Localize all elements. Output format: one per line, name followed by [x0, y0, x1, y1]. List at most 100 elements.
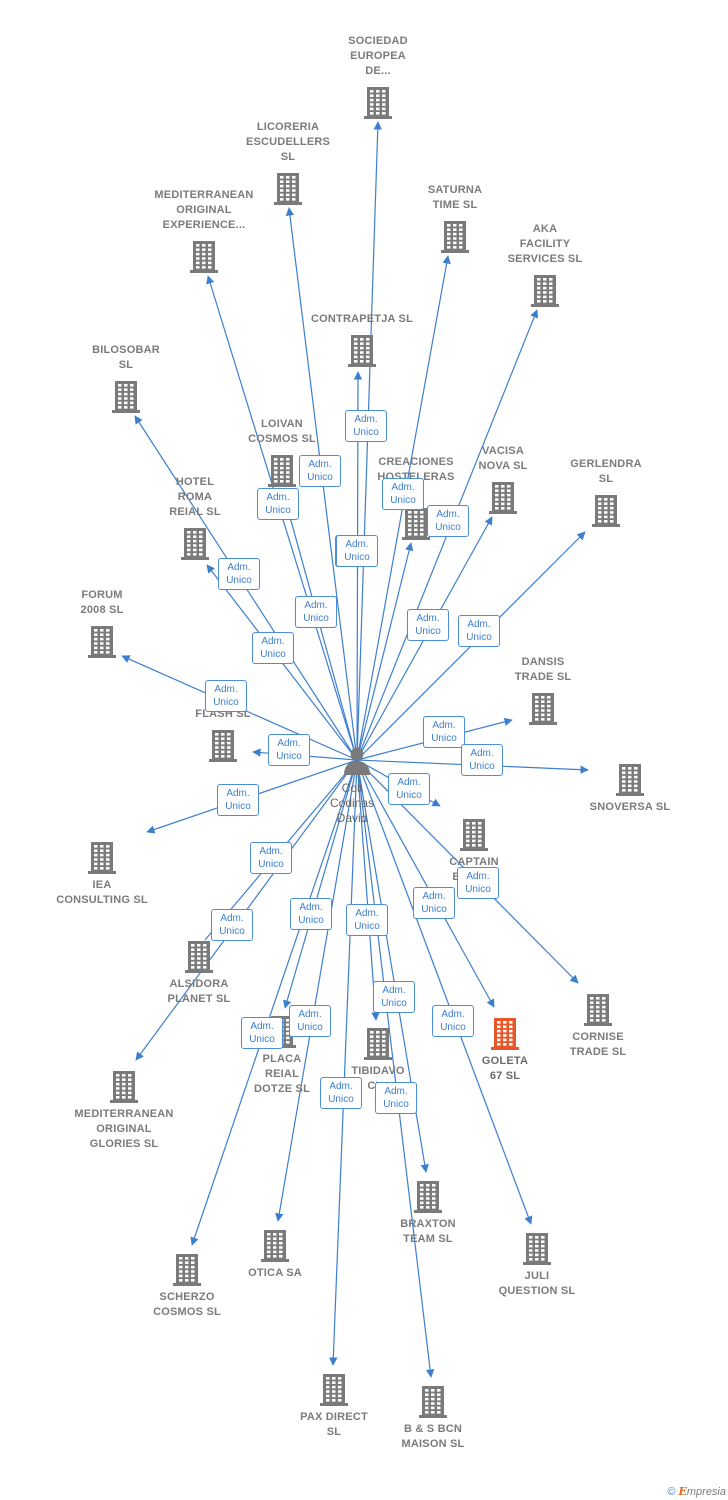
role-badge[interactable]: Adm. Unico: [289, 1005, 331, 1037]
role-badge[interactable]: Adm. Unico: [257, 488, 299, 520]
company-label: MEDITERRANEAN ORIGINAL EXPERIENCE...: [154, 189, 254, 231]
role-badge[interactable]: Adm. Unico: [320, 1077, 362, 1109]
role-badge[interactable]: Adm. Unico: [373, 981, 415, 1013]
building-icon: [112, 381, 140, 413]
company-label: BILOSOBAR SL: [92, 344, 160, 371]
role-badge[interactable]: Adm. Unico: [290, 898, 332, 930]
company-label: SOCIEDAD EUROPEA DE...: [348, 35, 408, 77]
role-badge[interactable]: Adm. Unico: [336, 535, 378, 567]
building-icon: [181, 528, 209, 560]
role-badge[interactable]: Adm. Unico: [458, 615, 500, 647]
company-label: CONTRAPETJA SL: [310, 313, 413, 325]
role-badge[interactable]: Adm. Unico: [375, 1082, 417, 1114]
company-label: SATURNA TIME SL: [427, 184, 483, 211]
company-label: B & S BCN MAISON SL: [401, 1423, 465, 1450]
copyright-symbol: ©: [667, 1486, 676, 1498]
role-badge[interactable]: Adm. Unico: [299, 455, 341, 487]
company-label: JULI QUESTION SL: [498, 1270, 576, 1297]
role-badge[interactable]: Adm. Unico: [252, 632, 294, 664]
edge-bs-bcn-maison: [356, 759, 435, 1378]
role-badge[interactable]: Adm. Unico: [295, 596, 337, 628]
role-badge[interactable]: Adm. Unico: [461, 744, 503, 776]
role-badge[interactable]: Adm. Unico: [211, 909, 253, 941]
brand-footer: © Empresia: [667, 1485, 726, 1498]
building-icon: [441, 221, 469, 253]
role-badge[interactable]: Adm. Unico: [250, 842, 292, 874]
building-icon: [460, 819, 488, 851]
company-label: HOTEL ROMA REIAL SL: [169, 476, 221, 518]
building-icon: [209, 730, 237, 762]
role-badge[interactable]: Adm. Unico: [388, 773, 430, 805]
building-icon: [88, 842, 116, 874]
building-icon: [320, 1374, 348, 1406]
edge-juli-question: [356, 759, 533, 1225]
role-badge[interactable]: Adm. Unico: [413, 887, 455, 919]
company-label: GERLENDRA SL: [570, 458, 642, 485]
company-label: LICORERIA ESCUDELLERS SL: [245, 121, 331, 163]
building-icon: [348, 335, 376, 367]
edge-scherzo-cosmos: [190, 759, 358, 1246]
building-icon: [364, 1028, 392, 1060]
edge-goleta-67: [356, 759, 495, 1008]
edge-tibidavo: [356, 759, 380, 1021]
role-badge[interactable]: Adm. Unico: [346, 904, 388, 936]
building-icon: [616, 764, 644, 796]
building-icon: [110, 1071, 138, 1103]
building-icon: [584, 994, 612, 1026]
edge-pax-direct: [329, 759, 358, 1366]
company-label: FORUM 2008 SL: [80, 589, 124, 616]
role-badge[interactable]: Adm. Unico: [427, 505, 469, 537]
edge-placa-reial-dotze: [283, 759, 358, 1009]
role-badge[interactable]: Adm. Unico: [382, 478, 424, 510]
company-label: MEDITERRANEAN ORIGINAL GLORIES SL: [74, 1108, 174, 1150]
company-label: AKA FACILITY SERVICES SL: [507, 223, 583, 265]
company-label: PAX DIRECT SL: [300, 1411, 368, 1438]
building-icon: [489, 482, 517, 514]
building-icon: [592, 495, 620, 527]
company-label: DANSIS TRADE SL: [514, 656, 572, 683]
role-badge[interactable]: Adm. Unico: [218, 558, 260, 590]
building-icon: [531, 275, 559, 307]
company-label: OTICA SA: [248, 1267, 302, 1279]
role-badge[interactable]: Adm. Unico: [345, 410, 387, 442]
company-label: ALSIDORA PLANET SL: [167, 978, 231, 1005]
building-icon: [173, 1254, 201, 1286]
role-badge[interactable]: Adm. Unico: [432, 1005, 474, 1037]
company-label: VACISA NOVA SL: [478, 445, 528, 472]
role-badge[interactable]: Adm. Unico: [423, 716, 465, 748]
role-badge[interactable]: Adm. Unico: [407, 609, 449, 641]
building-icon: [523, 1233, 551, 1265]
brand-logo-initial: E: [678, 1485, 687, 1498]
company-label: SNOVERSA SL: [589, 801, 671, 813]
building-icon: [414, 1181, 442, 1213]
company-label: SCHERZO COSMOS SL: [153, 1291, 221, 1318]
company-label: GOLETA 67 SL: [481, 1055, 529, 1082]
role-badge[interactable]: Adm. Unico: [241, 1017, 283, 1049]
building-icon: [529, 693, 557, 725]
building-icon: [261, 1230, 289, 1262]
building-icon: [364, 87, 392, 119]
person-icon: [344, 747, 370, 775]
company-label: LOIVAN COSMOS SL: [248, 418, 316, 445]
person-node[interactable]: Coll Codinas David: [330, 745, 374, 825]
edge-otica: [275, 759, 358, 1222]
company-label: CORNISE TRADE SL: [569, 1031, 627, 1058]
company-label: PLACA REIAL DOTZE SL: [254, 1053, 310, 1095]
company-label: BRAXTON TEAM SL: [400, 1218, 456, 1245]
brand-logo-text: mpresia: [686, 1486, 726, 1498]
building-icon: [491, 1018, 519, 1050]
role-badge[interactable]: Adm. Unico: [268, 734, 310, 766]
edge-creaciones-hosteleras: [356, 542, 414, 761]
role-badge[interactable]: Adm. Unico: [217, 784, 259, 816]
person-name: Coll Codinas David: [329, 781, 375, 825]
company-label: IEA CONSULTING SL: [56, 879, 148, 906]
building-icon: [185, 941, 213, 973]
role-badge[interactable]: Adm. Unico: [457, 867, 499, 899]
building-icon: [402, 508, 430, 540]
building-icon: [274, 173, 302, 205]
building-icon: [268, 455, 296, 487]
building-icon: [190, 241, 218, 273]
building-icon: [419, 1386, 447, 1418]
role-badge[interactable]: Adm. Unico: [205, 680, 247, 712]
